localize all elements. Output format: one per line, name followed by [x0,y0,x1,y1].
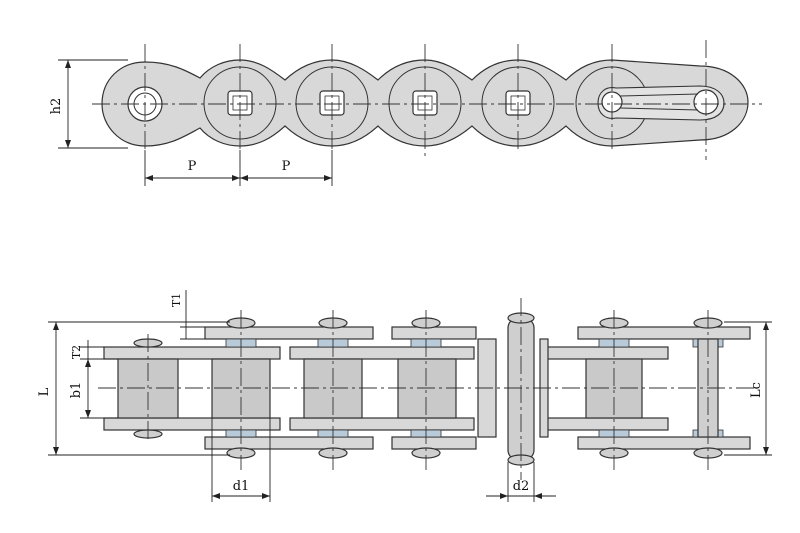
outer-plate-bot-3 [577,436,751,450]
outer-plate-top-2 [391,326,477,340]
label-h2: h2 [49,98,64,115]
inner-plate-top-3 [545,346,669,360]
label-p-right: P [282,159,291,174]
outer-plate-top-1 [204,326,374,340]
outer-plate-bot-1 [204,436,374,450]
inner-plate-top-1 [103,346,281,360]
inner-plate-top-2 [289,346,475,360]
label-t2: T2 [70,345,83,359]
inner-plate-bot-1 [103,417,281,431]
label-d2: d2 [513,479,530,494]
label-d1: d1 [233,479,250,494]
chain-top-view: L b1 T2 T1 Lc d1 [37,290,772,502]
roller-4 [397,358,457,419]
inner-plate-bot-2 [289,417,475,431]
label-lc: Lc [749,382,764,398]
label-t1: T1 [170,293,183,307]
inner-plate-bot-3 [545,417,669,431]
spring-clip [597,85,725,121]
chain-side-view: h2 P P [49,40,762,186]
label-p-left: P [188,159,197,174]
outer-plate-bot-2 [391,436,477,450]
label-l: L [37,387,52,396]
label-b1: b1 [69,382,84,399]
connecting-pin [477,312,549,466]
outer-plate-top-3 [577,326,751,340]
